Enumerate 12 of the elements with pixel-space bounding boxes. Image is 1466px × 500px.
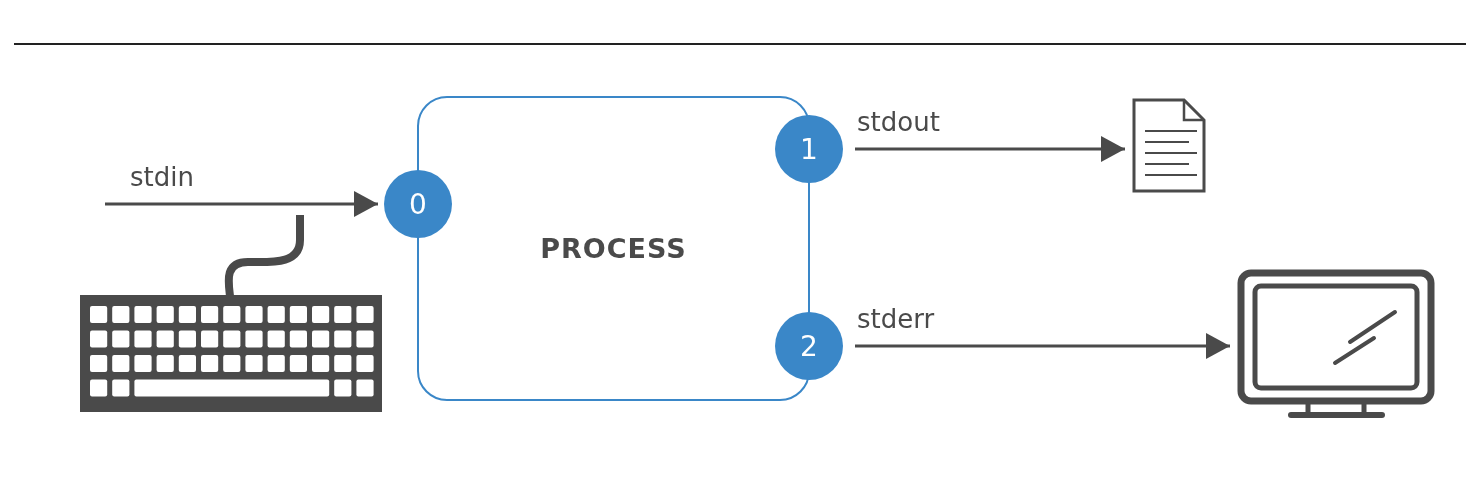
arrow — [855, 136, 1125, 162]
edge-label: stdin — [130, 164, 194, 190]
process-label: PROCESS — [540, 233, 687, 264]
arrow — [105, 191, 378, 217]
stream-number-circle: 1 — [775, 115, 843, 183]
stream-number-circle: 0 — [384, 170, 452, 238]
stream-number-circle: 2 — [775, 312, 843, 380]
arrow — [855, 333, 1230, 359]
edge-label: stderr — [857, 306, 935, 332]
monitor-icon — [1236, 268, 1436, 420]
edge-label: stdout — [857, 109, 940, 135]
document-icon — [1131, 97, 1207, 194]
